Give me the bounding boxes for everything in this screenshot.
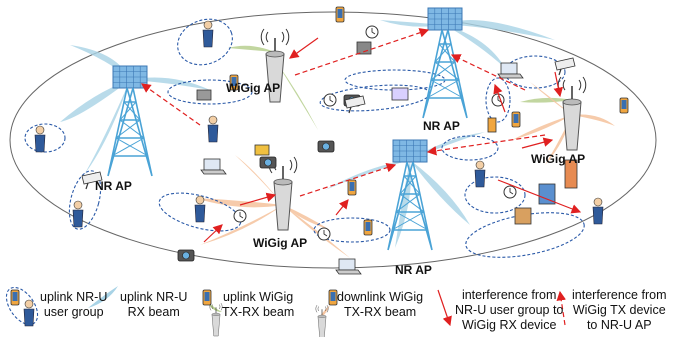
legend-line: uplink NR-U [40,290,108,304]
legend-line: downlink WiGig [337,290,424,304]
legend-line: uplink NR-U [120,290,188,304]
legend-line: TX-RX beam [222,305,295,319]
legend-line: WiGig RX device [461,318,557,332]
legend-symbols [5,286,567,337]
nr-ap-label-top: NR AP [423,119,460,133]
legend-line: NR-U user group to [455,303,564,317]
nr-ap-tower-left [107,65,153,177]
nru-user-groups [24,18,585,258]
coverage-area [9,11,657,269]
nru-rx-beams [60,20,555,248]
legend-line: WiGig TX device [572,303,666,317]
legend-line: TX-RX beam [343,305,417,319]
nr-ap-tower-center [387,139,433,251]
legend-uplink-wigig-beam: uplink WiGig TX-RX beam [222,290,294,320]
nr-ap-label-left: NR AP [95,179,132,193]
legend-uplink-nru-group: uplink NR-U user group [40,290,107,320]
wigig-ap-label-right: WiGig AP [531,152,585,166]
legend-line: user group [43,305,104,319]
legend-interference-nru-to-wigig: interference from NR-U user group to WiG… [455,288,563,333]
legend-uplink-nru-beam: uplink NR-U RX beam [120,290,187,320]
legend-line: interference from [572,288,667,302]
legend-line: interference from [461,288,557,302]
legend-line: uplink WiGig [223,290,294,304]
devices [34,6,629,275]
legend-line: to NR-U AP [586,318,652,332]
interference-wigig-to-nru [141,28,546,197]
interference-nru-to-wigig [203,37,582,243]
legend-line: RX beam [127,305,180,319]
legend-downlink-wigig-beam: downlink WiGig TX-RX beam [337,290,423,320]
wigig-ap-label-bottom: WiGig AP [253,236,307,250]
wigig-uplink-beams [228,45,572,130]
wigig-downlink-beams [195,82,615,258]
nr-ap-tower-top [422,7,468,119]
wigig-ap-label-top: WiGig AP [226,81,280,95]
legend-interference-wigig-to-nru: interference from WiGig TX device to NR-… [572,288,666,333]
nr-ap-label-bottom: NR AP [395,263,432,277]
